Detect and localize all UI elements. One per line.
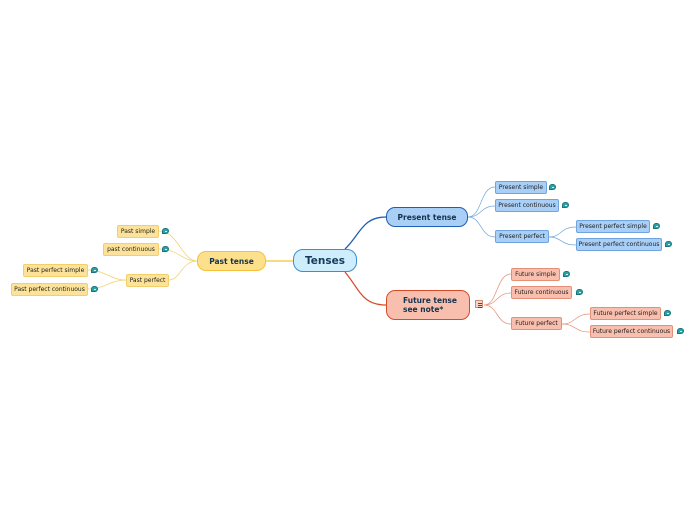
note-icon[interactable] xyxy=(664,310,671,316)
future-perfect-continuous-node[interactable]: Future perfect continuous xyxy=(590,325,673,338)
past-continuous-label: past continuous xyxy=(107,246,155,253)
future-perfect-node[interactable]: Future perfect xyxy=(511,317,562,330)
note-icon[interactable] xyxy=(576,289,583,295)
future-simple-node[interactable]: Future simple xyxy=(511,268,560,281)
note-icon[interactable] xyxy=(562,202,569,208)
past-perfect-simple-node[interactable]: Past perfect simple xyxy=(23,264,88,277)
past-tense-node[interactable]: Past tense xyxy=(197,251,266,271)
future-perfect-continuous-label: Future perfect continuous xyxy=(592,328,671,335)
present-perfect-label: Present perfect xyxy=(499,233,545,240)
present-simple-label: Present simple xyxy=(498,184,544,191)
note-icon[interactable] xyxy=(91,286,98,292)
present-tense-node[interactable]: Present tense xyxy=(386,207,468,227)
note-icon[interactable] xyxy=(549,184,556,190)
note-icon[interactable] xyxy=(91,267,98,273)
menu-icon[interactable] xyxy=(475,300,483,308)
past-tense-label: Past tense xyxy=(209,256,254,266)
central-topic-label: Tenses xyxy=(305,254,345,267)
future-continuous-label: Future continuous xyxy=(514,289,569,296)
present-perfect-continuous-node[interactable]: Present perfect continuous xyxy=(576,238,662,251)
future-tense-label-line1: Future tense xyxy=(403,296,457,305)
present-continuous-node[interactable]: Present continuous xyxy=(495,199,559,212)
past-simple-node[interactable]: Past simple xyxy=(117,225,159,238)
future-perfect-label: Future perfect xyxy=(515,320,558,327)
present-perfect-simple-node[interactable]: Present perfect simple xyxy=(576,220,650,233)
past-perfect-continuous-node[interactable]: Past perfect continuous xyxy=(11,283,88,296)
note-icon[interactable] xyxy=(563,271,570,277)
central-topic[interactable]: Tenses xyxy=(293,249,357,272)
future-perfect-simple-node[interactable]: Future perfect simple xyxy=(590,307,661,320)
present-tense-label: Present tense xyxy=(397,212,457,222)
present-continuous-label: Present continuous xyxy=(498,202,556,209)
past-perfect-continuous-label: Past perfect continuous xyxy=(14,286,85,293)
note-icon[interactable] xyxy=(162,246,169,252)
note-icon[interactable] xyxy=(162,228,169,234)
future-perfect-simple-label: Future perfect simple xyxy=(593,310,658,317)
present-perfect-continuous-label: Present perfect continuous xyxy=(578,241,660,248)
connector-present xyxy=(344,216,387,250)
past-perfect-label: Past perfect xyxy=(129,277,166,284)
note-icon[interactable] xyxy=(677,328,684,334)
note-icon[interactable] xyxy=(653,223,660,229)
connector-future xyxy=(344,271,387,306)
future-tense-label: Future tense see note* xyxy=(403,296,457,314)
past-perfect-node[interactable]: Past perfect xyxy=(126,274,169,287)
future-continuous-node[interactable]: Future continuous xyxy=(511,286,572,299)
present-perfect-simple-label: Present perfect simple xyxy=(579,223,647,230)
past-perfect-simple-label: Past perfect simple xyxy=(26,267,85,274)
present-simple-node[interactable]: Present simple xyxy=(495,181,547,194)
future-simple-label: Future simple xyxy=(515,271,556,278)
past-simple-label: Past simple xyxy=(120,228,156,235)
future-tense-label-line2: see note* xyxy=(403,305,444,314)
note-icon[interactable] xyxy=(665,241,672,247)
present-perfect-node[interactable]: Present perfect xyxy=(495,230,549,243)
future-tense-node[interactable]: Future tense see note* xyxy=(386,290,470,320)
past-continuous-node[interactable]: past continuous xyxy=(103,243,159,256)
